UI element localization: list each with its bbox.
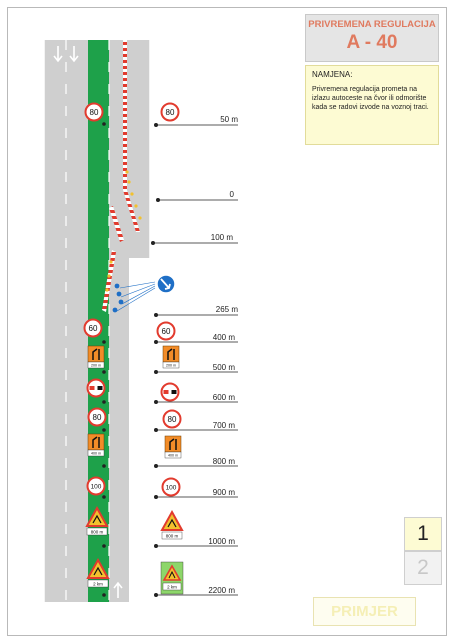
speed-limit-sign-80: 80 xyxy=(160,102,180,122)
no-overtaking-sign xyxy=(160,382,180,402)
svg-text:60: 60 xyxy=(162,327,171,336)
keep-right-group xyxy=(112,274,176,313)
svg-text:200 m: 200 m xyxy=(166,364,176,368)
example-label: PRIMJER xyxy=(313,597,416,626)
worker-icon xyxy=(167,518,177,528)
lane-closure-sign-400: 400 m xyxy=(164,435,182,459)
svg-text:80: 80 xyxy=(168,415,177,424)
svg-text:100: 100 xyxy=(166,485,177,492)
lane-arrow-icons xyxy=(53,46,139,598)
cone-markers xyxy=(105,170,142,292)
lane-closure-sign-400: 400 m xyxy=(87,433,106,468)
speed-limit-sign-80: 80 xyxy=(84,102,106,126)
svg-text:60: 60 xyxy=(89,324,98,333)
keep-right-arrow-icon xyxy=(160,278,171,290)
distance-label-700: 700 m xyxy=(213,421,236,430)
left-signs: 80 60 200 m 80 xyxy=(83,102,110,597)
distance-label-1000: 1000 m xyxy=(208,537,235,546)
distance-label-800: 800 m xyxy=(213,457,236,466)
down-arrow-icon xyxy=(69,46,79,63)
worker-icon xyxy=(92,514,102,524)
distance-label-265: 265 m xyxy=(216,305,239,314)
down-arrow-icon xyxy=(53,46,63,63)
worker-icon xyxy=(93,566,103,576)
page-current[interactable]: 1 xyxy=(404,517,442,551)
svg-text:400 m: 400 m xyxy=(91,452,101,456)
svg-text:800 m: 800 m xyxy=(166,534,179,539)
svg-text:2 km: 2 km xyxy=(93,582,103,587)
svg-text:2 km: 2 km xyxy=(167,585,177,590)
title-box: PRIVREMENA REGULACIJA A - 40 xyxy=(305,14,439,62)
distance-label-2200: 2200 m xyxy=(208,586,235,595)
road-works-sign-800: 800 m xyxy=(160,509,184,540)
lane-closure-sign-200: 200 m xyxy=(87,345,106,374)
page-indicator: 1 2 xyxy=(404,517,442,585)
lane-end-icon xyxy=(92,348,100,360)
lane-end-icon xyxy=(169,438,177,450)
distance-label-50: 50 m xyxy=(220,115,238,124)
right-signs: 80 60 200 m 80 400 m 100 xyxy=(156,102,184,595)
distance-label-900: 900 m xyxy=(213,488,236,497)
purpose-text: Privremena regulacija prometa na izlazu … xyxy=(312,86,429,111)
speed-limit-sign-80: 80 xyxy=(87,407,107,432)
lane-end-icon xyxy=(167,348,175,360)
road-works-sign-2km: 2 km xyxy=(86,557,110,597)
lane-end-icon xyxy=(92,436,100,448)
car-black-icon xyxy=(97,386,103,390)
car-red-icon xyxy=(163,390,169,394)
worker-icon xyxy=(168,570,176,579)
svg-text:400 m: 400 m xyxy=(168,454,178,458)
svg-text:200 m: 200 m xyxy=(91,364,101,368)
barrier-lines xyxy=(102,40,140,312)
speed-limit-sign-100: 100 xyxy=(86,476,106,499)
svg-text:100: 100 xyxy=(91,484,102,491)
lane-closure-sign-200: 200 m xyxy=(162,345,180,369)
distance-label-500: 500 m xyxy=(213,363,236,372)
road-works-sign-800: 800 m xyxy=(85,505,109,548)
distance-label-100: 100 m xyxy=(211,233,234,242)
svg-text:800 m: 800 m xyxy=(91,530,104,535)
svg-text:80: 80 xyxy=(93,413,102,422)
purpose-box: NAMJENA: Privremena regulacija prometa n… xyxy=(305,65,439,145)
up-arrow-icon xyxy=(113,581,123,598)
road-works-sign-2km: 2 km xyxy=(160,561,184,595)
page-next[interactable]: 2 xyxy=(404,551,442,585)
distance-markers xyxy=(151,123,238,597)
scheme-code: A - 40 xyxy=(346,32,398,53)
distance-label-600: 600 m xyxy=(213,393,236,402)
car-black-icon xyxy=(171,390,177,394)
distance-label-400: 400 m xyxy=(213,333,236,342)
up-arrow-icon xyxy=(129,581,139,598)
svg-text:80: 80 xyxy=(90,108,99,117)
speed-limit-sign-80: 80 xyxy=(162,409,182,429)
speed-limit-sign-60: 60 xyxy=(83,318,106,344)
purpose-heading: NAMJENA: xyxy=(312,70,353,79)
distance-labels: 50 m 0 100 m 265 m 400 m 500 m 600 m 700… xyxy=(208,115,238,595)
no-overtaking-sign xyxy=(86,378,106,404)
scheme-title: PRIVREMENA REGULACIJA xyxy=(308,19,436,30)
distance-label-0: 0 xyxy=(230,190,235,199)
car-red-icon xyxy=(89,386,95,390)
speed-limit-sign-100: 100 xyxy=(161,477,181,497)
svg-text:80: 80 xyxy=(166,108,175,117)
speed-limit-sign-60: 60 xyxy=(156,321,176,341)
